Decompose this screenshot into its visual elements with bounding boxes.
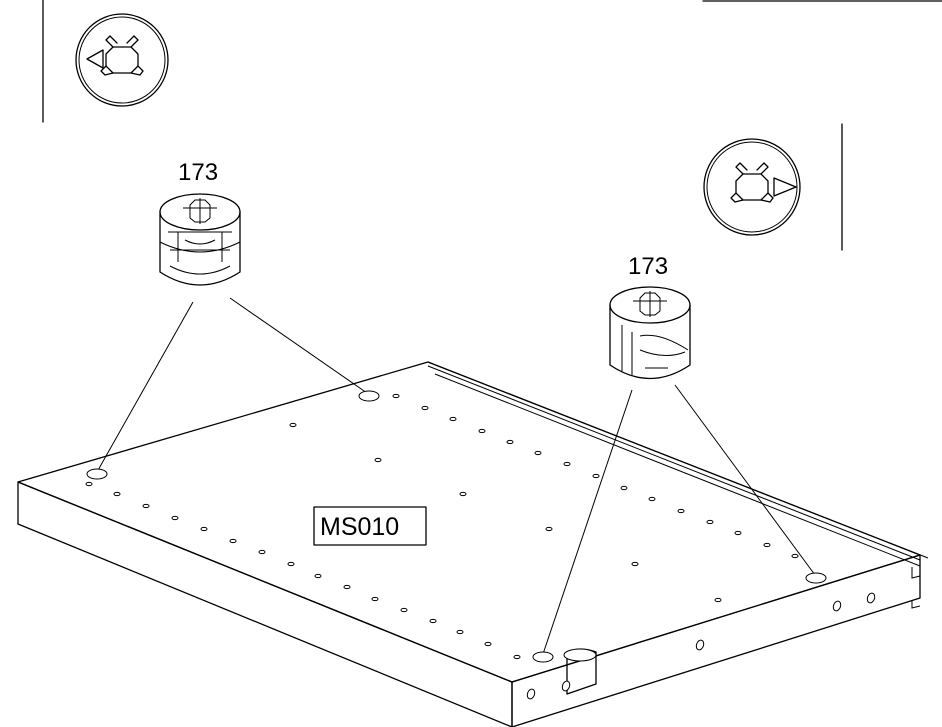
cam-connector-left bbox=[159, 193, 241, 286]
leader-line-2 bbox=[229, 297, 368, 394]
pilot-holes bbox=[85, 393, 799, 660]
cam-connector-right bbox=[609, 286, 691, 380]
leader-line-1 bbox=[96, 301, 194, 473]
orientation-symbol-right bbox=[703, 138, 801, 236]
part-number-left: 173 bbox=[178, 159, 218, 186]
cam-hole-4 bbox=[805, 572, 827, 584]
part-number-right: 173 bbox=[628, 253, 668, 280]
orientation-symbol-left bbox=[75, 13, 169, 107]
cam-hole-1 bbox=[86, 468, 108, 480]
cam-hole-2 bbox=[358, 390, 380, 402]
cam-hole-3 bbox=[532, 651, 554, 663]
leader-line-3 bbox=[542, 389, 633, 655]
leader-line-4 bbox=[674, 384, 816, 576]
panel-board bbox=[17, 361, 929, 727]
panel-label-box bbox=[313, 506, 427, 546]
edge-holes bbox=[526, 592, 876, 700]
panel-label: MS010 bbox=[320, 513, 399, 541]
